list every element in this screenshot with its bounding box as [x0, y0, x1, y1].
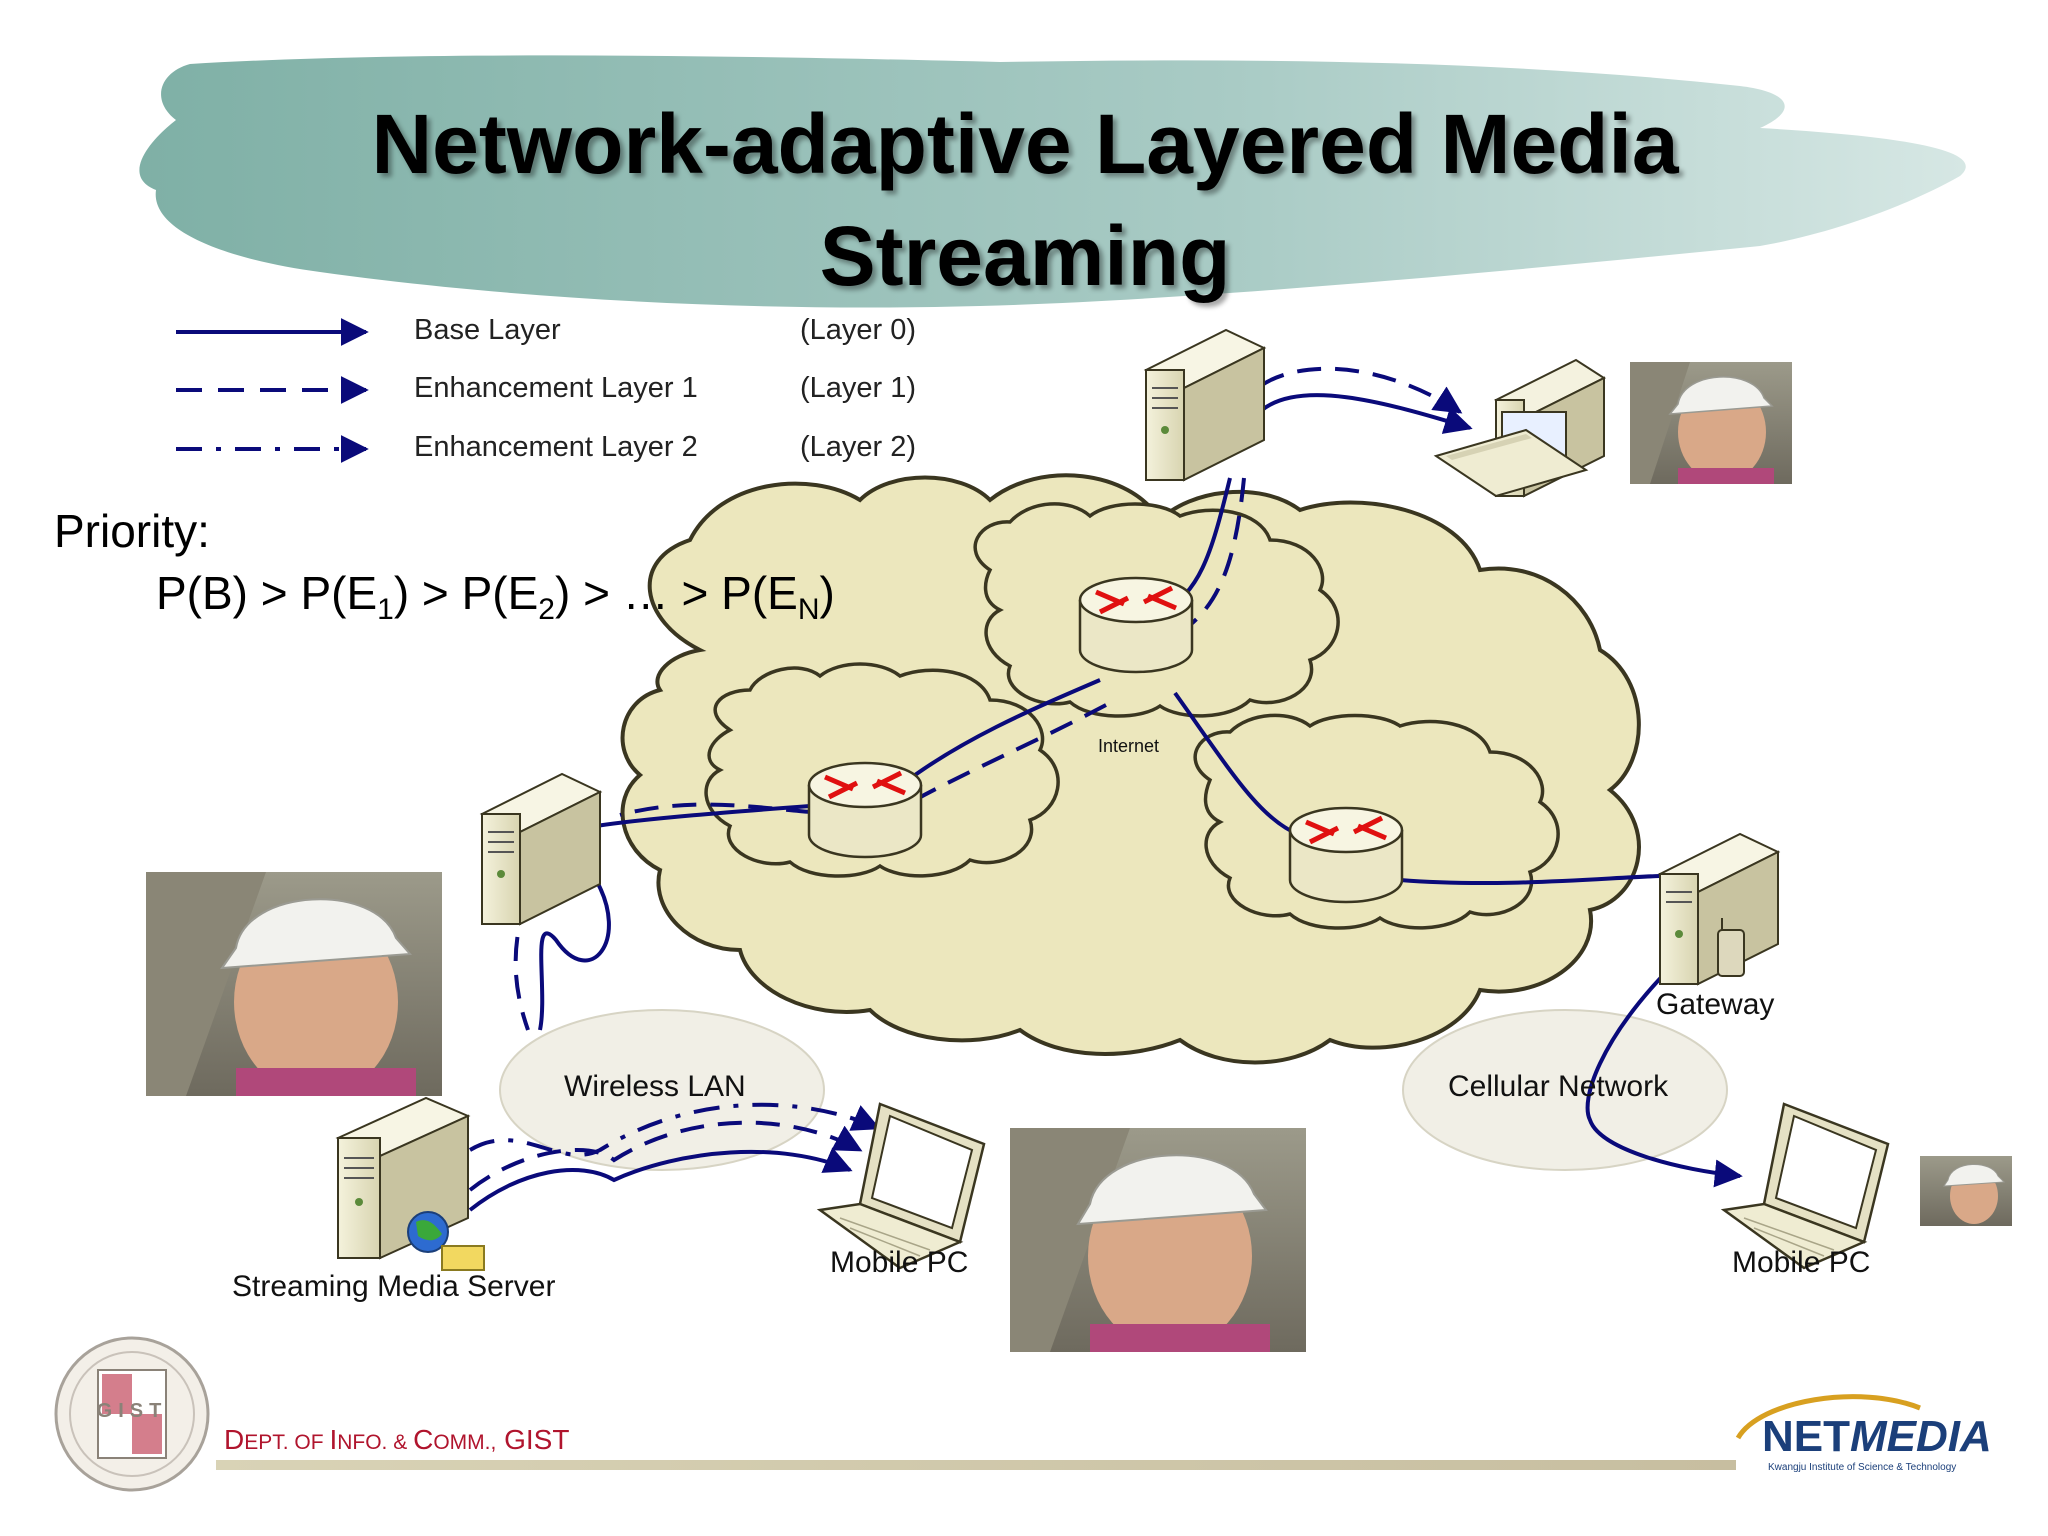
link-enh1-top-server-router	[1188, 477, 1246, 627]
streaming-server-icon	[335, 1096, 485, 1271]
server-top-icon	[1143, 328, 1267, 482]
router-arrows-icon	[1095, 585, 1177, 615]
priority-label: Priority:	[54, 505, 210, 557]
router-left-icon	[807, 761, 923, 859]
film-icon	[441, 1245, 485, 1271]
mobile-pc-1-label: Mobile PC	[830, 1246, 969, 1279]
legend-label-enh2: Enhancement Layer 2	[414, 431, 698, 463]
netmedia-swoosh-icon	[1735, 1394, 1921, 1440]
router-arrows-icon	[1305, 815, 1387, 845]
link-base-router-top-left	[898, 678, 1101, 788]
link-base-left-router-server	[595, 804, 811, 828]
router-arrows-icon	[824, 770, 906, 800]
link-enh2-server-mobile	[468, 1102, 881, 1157]
legend-layer-enh1: (Layer 1)	[800, 372, 917, 404]
gateway-server-icon	[1657, 832, 1781, 986]
server-left-icon	[479, 772, 603, 926]
footer-rule	[216, 1460, 1736, 1470]
mobile-pc-2-icon	[1720, 1102, 1890, 1270]
cellular-network-label: Cellular Network	[1448, 1070, 1669, 1103]
link-base-router-right-gateway	[1399, 874, 1661, 886]
gateway-label: Gateway	[1656, 988, 1775, 1021]
cellular-network-ellipse	[1402, 1009, 1728, 1171]
link-enh1-server-mobile	[468, 1120, 863, 1192]
legend-lines	[176, 318, 369, 463]
video-frame-mobile-1	[1010, 1128, 1306, 1352]
mobile-pc-2-label: Mobile PC	[1732, 1246, 1871, 1279]
page-title-line-1: Network-adaptive Layered Media	[371, 97, 1679, 191]
footer-department: DEPT. OF INFO. & COMM., GIST	[224, 1424, 570, 1455]
video-frame-server	[146, 872, 442, 1096]
link-base-gateway-mobile	[1585, 966, 1743, 1188]
gist-seal-text: GIST	[96, 1400, 168, 1422]
legend-label-enh1: Enhancement Layer 1	[414, 372, 698, 404]
netmedia-logo: NETMEDIA	[1762, 1412, 1992, 1461]
link-base-top-server-desktop	[1260, 393, 1473, 434]
legend-layer-base: (Layer 0)	[800, 314, 917, 346]
wireless-lan-label: Wireless LAN	[564, 1070, 746, 1103]
netmedia-logo-subtitle: Kwangju Institute of Science & Technolog…	[1768, 1462, 1957, 1473]
link-base-router-top-right	[1173, 691, 1301, 837]
video-frame-desktop	[1630, 362, 1792, 484]
video-frame-mobile-2	[1920, 1156, 2012, 1226]
connection-lines	[468, 366, 1743, 1212]
legend-label-base: Base Layer	[414, 314, 561, 346]
wireless-lan-ellipse	[499, 1009, 825, 1171]
streaming-server-label: Streaming Media Server	[232, 1270, 556, 1303]
link-base-server-mobile	[468, 1147, 853, 1212]
page-title-line-2: Streaming	[819, 209, 1231, 303]
legend-layer-enh2: (Layer 2)	[800, 431, 917, 463]
link-enh1-left-router-server	[619, 802, 811, 817]
priority-formula: P(B) > P(E1) > P(E2) > … > P(EN)	[156, 567, 835, 626]
gist-seal-logo	[54, 1336, 210, 1492]
router-right-icon	[1288, 806, 1404, 904]
router-top-icon	[1078, 576, 1194, 674]
internet-label: Internet	[1098, 736, 1160, 756]
link-base-left-server-wlan	[538, 879, 611, 1031]
link-enh1-top-server-desktop	[1260, 366, 1463, 414]
title-banner	[139, 55, 1966, 308]
page-title: Network-adaptive Layered Media Streaming	[200, 88, 1850, 312]
desktop-pc-icon	[1433, 358, 1607, 498]
mobile-pc-1-icon	[816, 1102, 986, 1270]
